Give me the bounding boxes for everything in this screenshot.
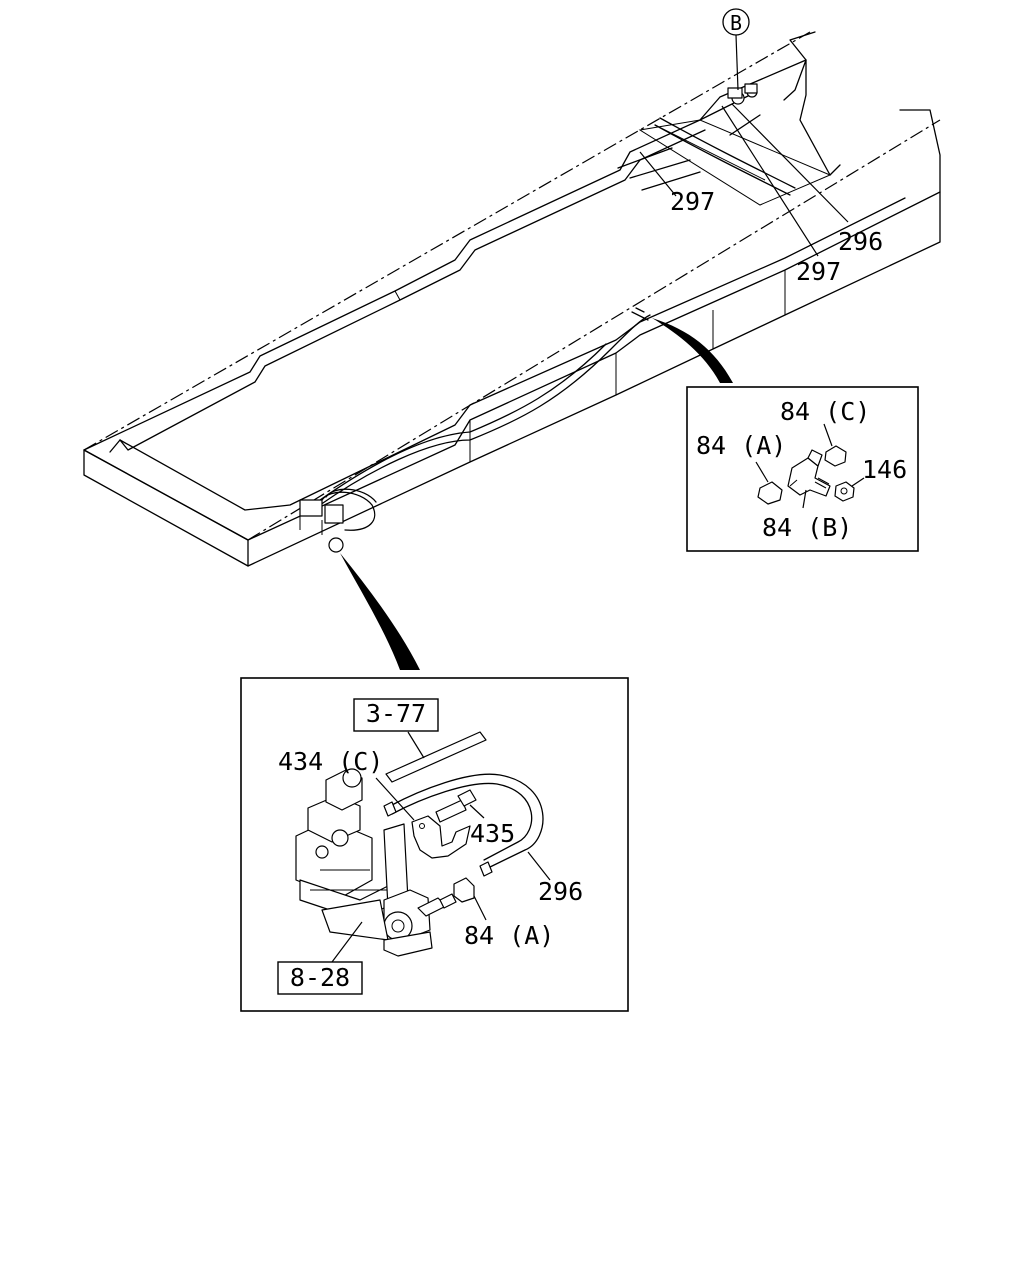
detail-box-tee-fitting (686, 386, 919, 552)
pointer-detail-lower (340, 553, 420, 670)
label-297-lower: 297 (796, 257, 841, 286)
label-ref-3-77: 3-77 (366, 699, 426, 728)
svg-text:B: B (730, 11, 742, 35)
ref-box-8-28 (277, 961, 363, 995)
chassis-frame (83, 31, 941, 567)
rear-connector-cluster (299, 488, 377, 553)
label-434c-detail2: 434 (C) (278, 747, 383, 776)
label-296-detail2: 296 (538, 877, 583, 906)
connector-b-cluster (727, 83, 758, 105)
leader-297-upper (639, 151, 677, 197)
leader-296 (731, 103, 849, 223)
ref-box-3-77 (353, 698, 439, 732)
label-84a-detail2: 84 (A) (464, 921, 554, 950)
detail-box-valve-assembly (240, 677, 629, 1012)
label-ref-8-28: 8-28 (290, 963, 350, 992)
label-84c-detail1: 84 (C) (780, 397, 870, 426)
label-84a-detail1: 84 (A) (696, 431, 786, 460)
label-297-upper: 297 (670, 187, 715, 216)
leader-297-lower (721, 105, 819, 257)
label-435-detail2: 435 (470, 819, 515, 848)
pointer-detail-right (652, 318, 733, 383)
label-296: 296 (838, 227, 883, 256)
marker-b: B (722, 8, 750, 91)
label-146-detail1: 146 (862, 455, 907, 484)
label-84b-detail1: 84 (B) (762, 513, 852, 542)
